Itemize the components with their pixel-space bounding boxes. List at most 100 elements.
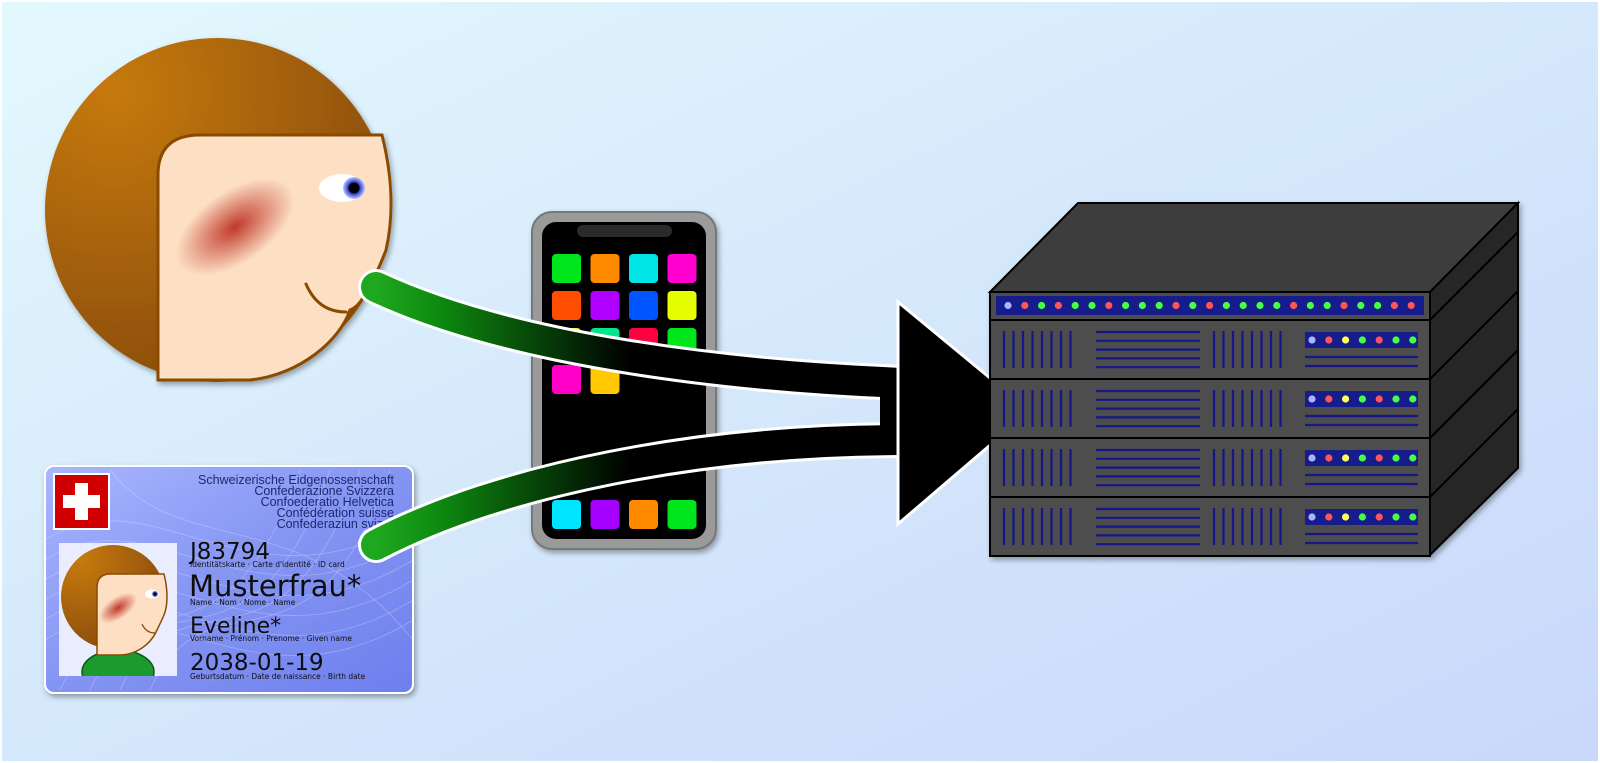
phone-dock-app-icon (590, 500, 620, 529)
phone-app-icon (552, 291, 581, 320)
server-status-led (1206, 301, 1214, 310)
server-unit-led (1409, 454, 1417, 462)
phone-app-icon (552, 365, 581, 394)
server-unit-led (1375, 454, 1383, 462)
swiss-cross-horizontal (63, 495, 100, 508)
person-head-icon (45, 38, 393, 382)
phone-dock-app-icon (629, 500, 658, 529)
server-status-led (1357, 301, 1365, 310)
eye-iris-icon (343, 177, 365, 199)
server-unit-led (1325, 336, 1333, 344)
id-card: Schweizerische Eidgenossenschaft Confede… (44, 465, 414, 694)
server-status-led (1407, 301, 1415, 310)
server-unit-led (1358, 395, 1366, 403)
card-birth-date-caption: Geburtsdatum · Date de naissance · Birth… (190, 672, 366, 681)
server-status-led (1290, 301, 1298, 310)
server-unit-led (1375, 336, 1383, 344)
server-status-led (1340, 301, 1348, 310)
server-status-led (1390, 301, 1398, 310)
server-status-led (1105, 301, 1113, 310)
server-status-led (1256, 301, 1264, 310)
server-unit (989, 319, 1431, 380)
server-unit-led (1308, 513, 1316, 521)
server-unit-led (1358, 454, 1366, 462)
arrow-head-icon (896, 298, 1033, 528)
server-unit-led (1342, 395, 1350, 403)
phone-notch (577, 225, 672, 237)
card-header: Schweizerische Eidgenossenschaft Confede… (198, 473, 394, 531)
card-given-name-caption: Vorname · Prénom · Prenome · Given name (190, 634, 352, 643)
server-unit-led (1392, 395, 1400, 403)
server-status-led (1323, 301, 1331, 310)
server-unit-led (1409, 513, 1417, 521)
card-header-line-4: Confédération suisse (277, 506, 394, 520)
card-surname: Musterfrau* (189, 569, 361, 603)
server-status-led (1222, 301, 1230, 310)
server-unit-panel (989, 319, 1431, 380)
server-unit-panel (989, 378, 1431, 439)
phone-app-icon (552, 254, 581, 283)
server-unit-panel (989, 496, 1431, 557)
server-top-leds (1004, 301, 1415, 310)
card-header-line-5: Confederaziun svizra (277, 517, 394, 531)
portrait-mouth (141, 623, 156, 634)
phone-app-grid (552, 254, 697, 394)
server-status-led (1138, 301, 1146, 310)
phone-app-icon (629, 291, 658, 320)
server-unit-led (1358, 336, 1366, 344)
phone-dock (552, 500, 697, 529)
server-status-led (1172, 301, 1180, 310)
server-status-led (1054, 301, 1062, 310)
server-status-led (1122, 301, 1130, 310)
server-unit-panel (989, 437, 1431, 498)
phone-app-icon (667, 291, 697, 320)
server-unit-led (1342, 513, 1350, 521)
server-top (987, 202, 1521, 293)
server-unit-led (1409, 395, 1417, 403)
server-status-led (1273, 301, 1281, 310)
card-birth-date: 2038-01-19 (190, 650, 324, 676)
server-status-led (1088, 301, 1096, 310)
server-units (989, 319, 1431, 557)
server-unit-led (1375, 395, 1383, 403)
phone-dock-app-icon (552, 500, 581, 529)
arrow-from-face-fill (361, 272, 920, 398)
phone-app-icon (590, 291, 620, 320)
card-header-line-2: Confederazione Svizzera (254, 484, 394, 498)
server-unit-led (1392, 454, 1400, 462)
server-unit-led (1325, 395, 1333, 403)
server-unit-led (1342, 454, 1350, 462)
mouth (304, 282, 348, 314)
card-number-caption: Identitätskarte · Carte d'identité · ID … (190, 560, 345, 569)
server-status-led (1239, 301, 1247, 310)
server-unit-led (1325, 513, 1333, 521)
card-fields: J83794 Identitätskarte · Carte d'identit… (188, 539, 366, 681)
cheek-blush (175, 178, 295, 276)
arrow-from-card-fill (361, 425, 920, 560)
phone-app-icon (667, 254, 697, 283)
server-side-ridges (1429, 231, 1519, 498)
server-unit (989, 496, 1431, 557)
server-unit-led (1308, 395, 1316, 403)
server-unit-led (1358, 513, 1366, 521)
portrait-cheek (98, 592, 138, 624)
server-unit-led (1308, 454, 1316, 462)
server-unit-led (1308, 336, 1316, 344)
card-photo-portrait (61, 545, 168, 676)
server-unit-led (1325, 454, 1333, 462)
card-header-line-3: Confoederatio Helvetica (261, 495, 394, 509)
phone-dock-app-icon (667, 500, 697, 529)
phone-app-icon (629, 254, 658, 283)
server-status-led (1071, 301, 1079, 310)
card-given-name: Eveline* (190, 614, 281, 639)
card-header-line-1: Schweizerische Eidgenossenschaft (198, 473, 394, 487)
portrait-iris-icon (151, 590, 159, 598)
server-status-led (1004, 301, 1012, 310)
card-surname-caption: Name · Nom · Nome · Name (190, 598, 296, 607)
server-unit-led (1392, 513, 1400, 521)
server-unit-led (1392, 336, 1400, 344)
server-unit-led (1409, 336, 1417, 344)
server-status-led (1038, 301, 1046, 310)
